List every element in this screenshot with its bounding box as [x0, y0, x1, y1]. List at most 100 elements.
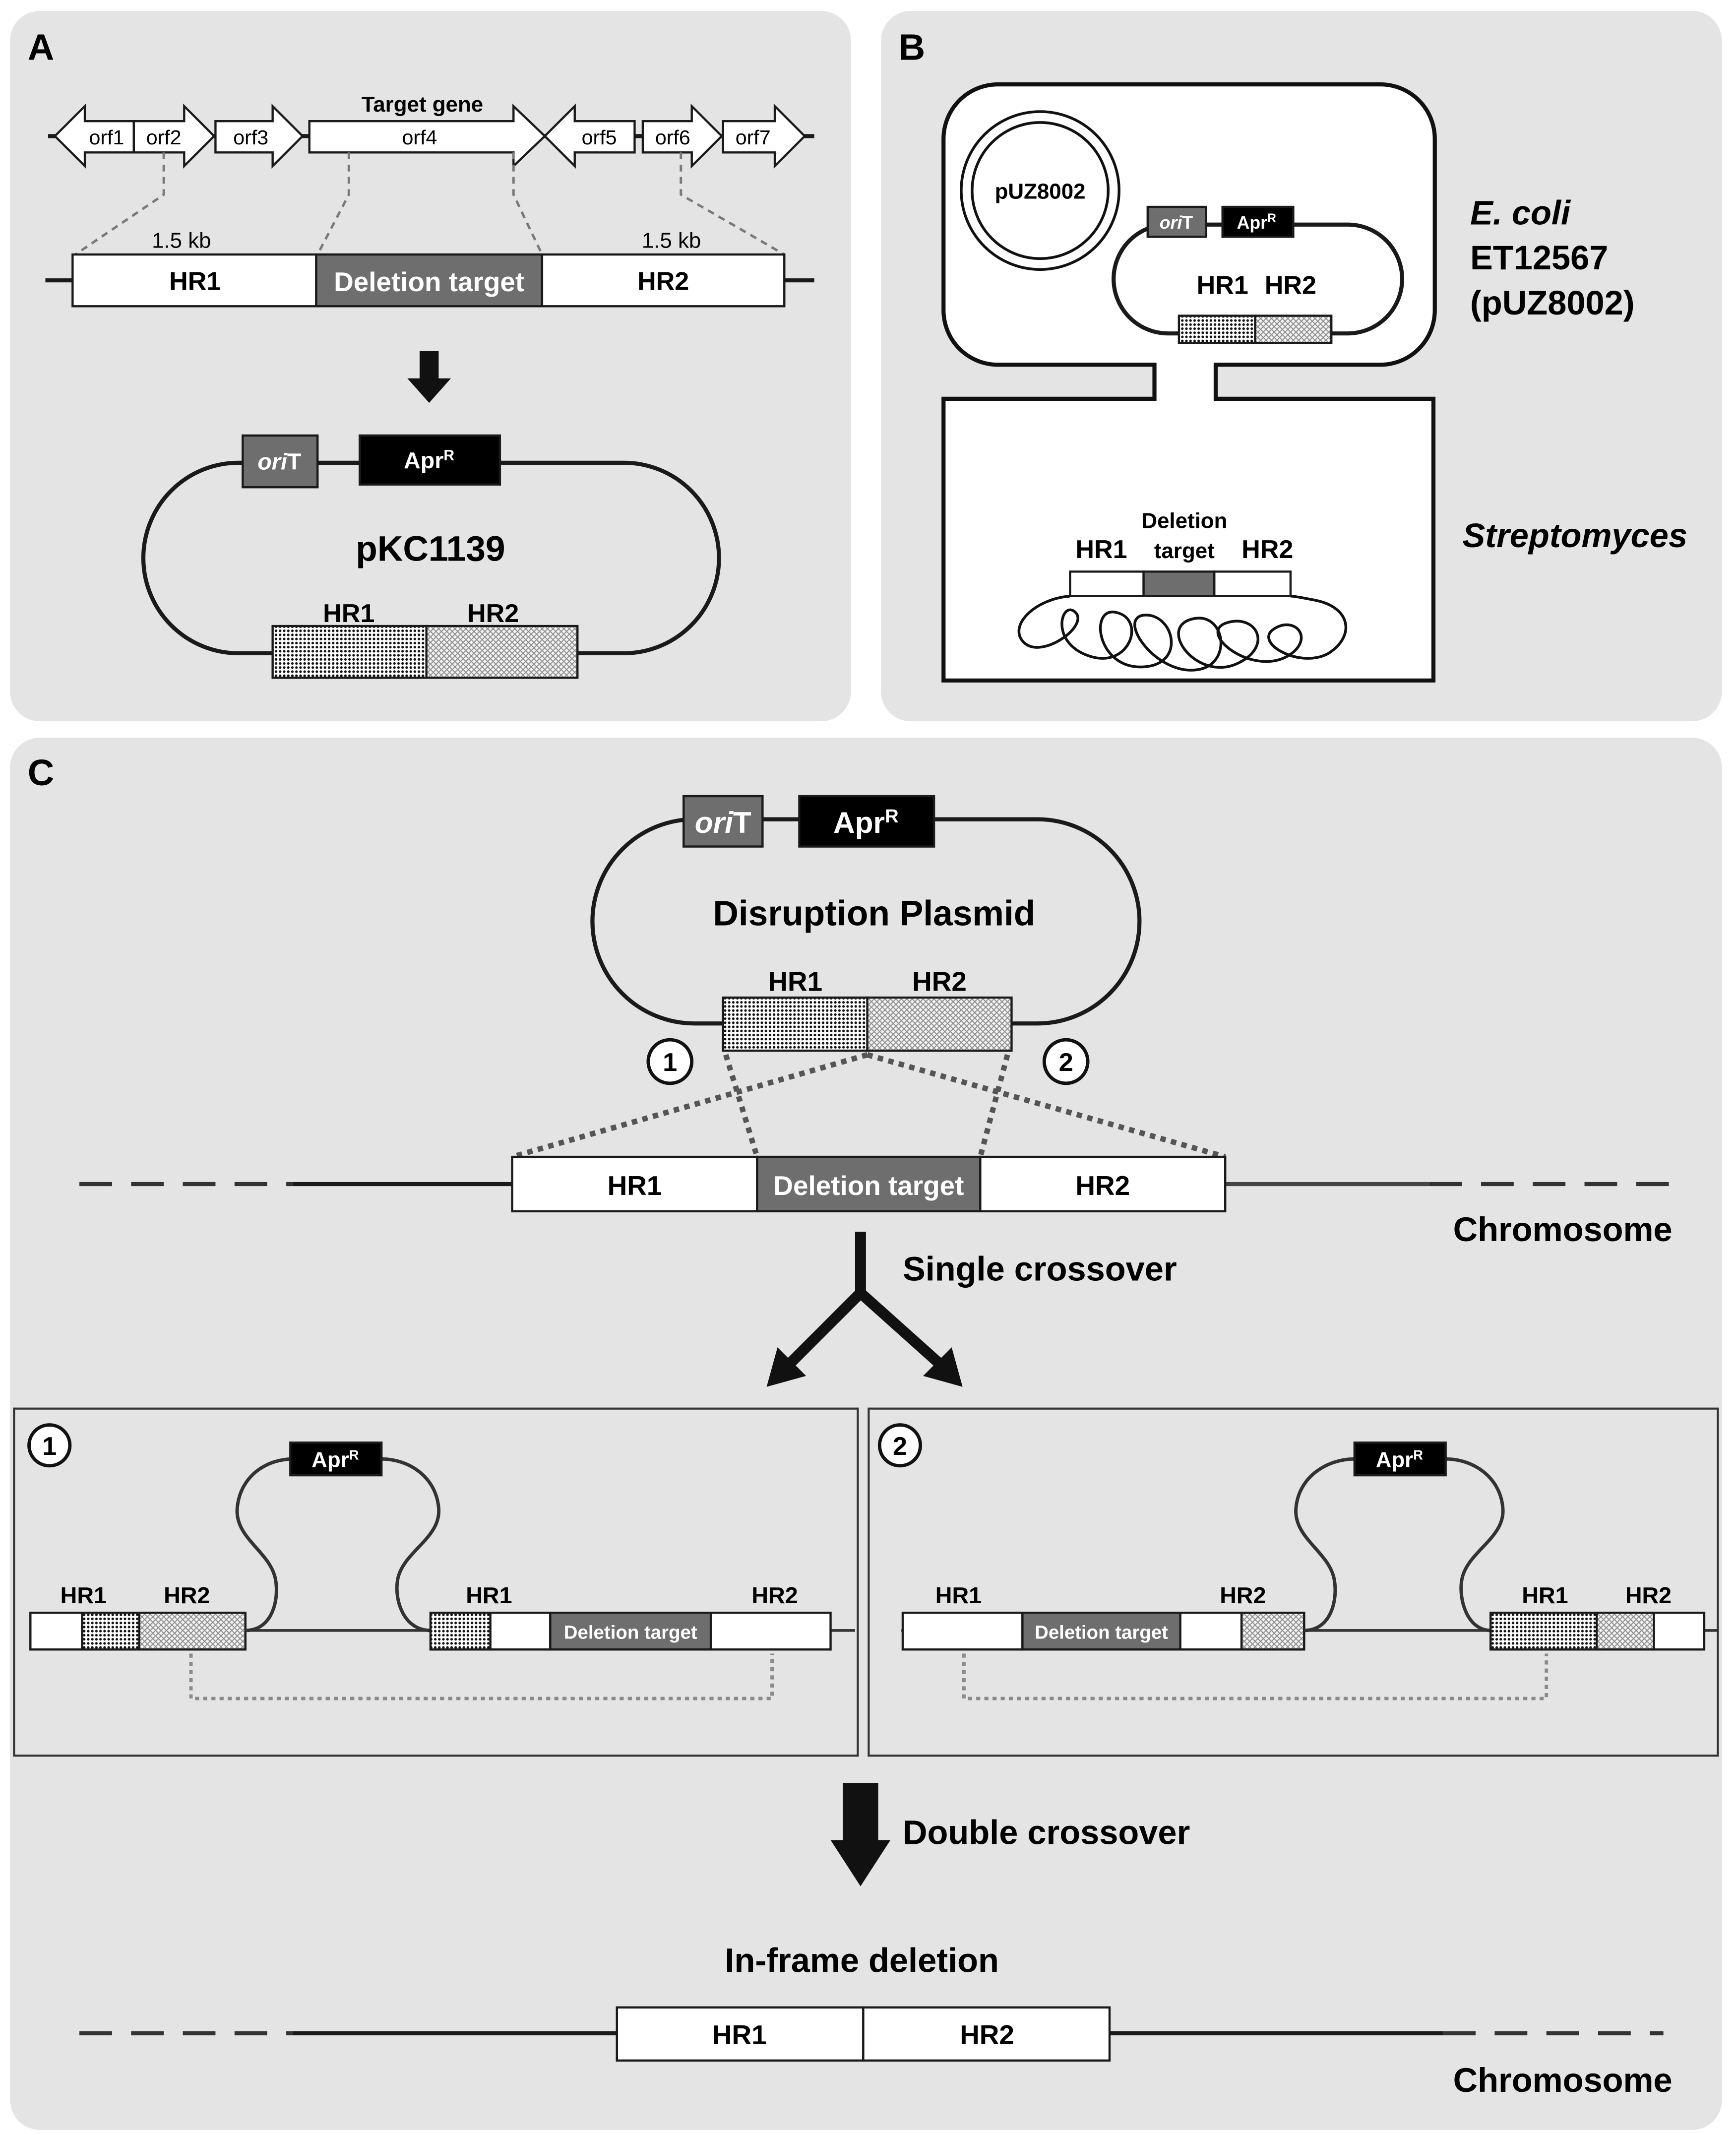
orf4-label: orf4 [402, 126, 437, 149]
helper-plasmid-inner-ring [971, 121, 1110, 260]
outcome-2-box: 2 Deletion target HR1 HR2 AprR HR1 HR2 [868, 1407, 1719, 1757]
pkc1139-name: pKC1139 [356, 529, 505, 568]
apr-superscript: R [1413, 1447, 1423, 1462]
recipient-label: Streptomyces [1463, 516, 1688, 555]
orit-italic-part: ori [695, 806, 734, 839]
orf5-arrow [543, 103, 636, 169]
donor-plasmid-aprr-box [1221, 205, 1295, 238]
hr1-size-label: 1.5 kb [152, 228, 211, 252]
recipient-hr1-box [1069, 570, 1145, 597]
result-chromosome-label: Chromosome [1453, 2061, 1673, 2099]
locus-hr2-label: HR2 [637, 267, 689, 296]
orit-italic-part: ori [257, 449, 288, 475]
pkc1139-hr2-box [425, 625, 579, 679]
helper-plasmid-label: pUZ8002 [995, 180, 1086, 204]
chromosome-label: Chromosome [1453, 1210, 1673, 1249]
orf7-arrow [722, 103, 806, 169]
apr-text: Apr [311, 1448, 349, 1472]
outcome-2-left-hr1-box [901, 1611, 1024, 1651]
outcome-2-right-hr2-label: HR2 [1625, 1582, 1672, 1608]
deletion-right-boundary-guide [512, 152, 544, 255]
outcome-2-right-hr1-box [1489, 1611, 1598, 1651]
disruption-plasmid-hr1-label: HR1 [768, 966, 822, 997]
outcome-2-frame [868, 1407, 1719, 1757]
panel-c: C oriT AprR Disruption Plasmid HR1 HR2 1… [10, 738, 1722, 2130]
locus-hr1-label: HR1 [169, 267, 221, 296]
hr1-left-boundary-guide [74, 152, 165, 256]
donor-plasmid-aprr-label: AprR [1237, 211, 1276, 233]
panel-b-label: B [899, 27, 926, 68]
result-hr1-label: HR1 [712, 2019, 767, 2050]
pkc1139-aprr-box [359, 434, 501, 486]
disruption-plasmid-orit-label: oriT [695, 806, 751, 839]
apr-text: Apr [1237, 213, 1268, 233]
donor-strain-label: ET12567 [1470, 239, 1608, 277]
outcome-1-number-circle [27, 1423, 72, 1468]
single-crossover-label: Single crossover [903, 1250, 1177, 1288]
outcome-2-aprr-label: AprR [1376, 1447, 1424, 1472]
result-hr1-box [616, 2006, 865, 2062]
donor-species-label: E. coli [1470, 194, 1571, 232]
double-crossover-down-arrow [830, 1783, 891, 1886]
outcome-1-right-hr1-remainder [489, 1611, 552, 1651]
orf5-label: orf5 [582, 126, 617, 149]
outcome-1-left-hr1-box [81, 1611, 140, 1651]
recipient-hr1-label: HR1 [1075, 535, 1127, 564]
outcome-2-right-hr2-box [1596, 1611, 1655, 1651]
donor-plasmid-hr1-box [1178, 314, 1256, 344]
recipient-hr2-box [1213, 570, 1292, 597]
outcome-1-right-hr1-label: HR1 [466, 1582, 512, 1608]
pkc1139-hr1-label: HR1 [323, 599, 374, 628]
outcome-2-left-hr2-label: HR2 [1220, 1582, 1266, 1608]
recipient-deletion-label-line2: target [1154, 539, 1215, 563]
outcome-1-frame [13, 1407, 859, 1757]
chromosome-deletion-target-box [756, 1155, 982, 1213]
orf2-arrow [132, 103, 216, 169]
outcome-1-left-hr2-box [138, 1611, 247, 1651]
recipient-chromosome-tangle [1017, 594, 1348, 672]
donor-plasmid-orit-label: oriT [1160, 213, 1193, 233]
panel-c-background [10, 738, 1722, 2130]
orf3-label: orf3 [233, 126, 268, 149]
disruption-plasmid-hr2-label: HR2 [912, 966, 967, 997]
site-2-number: 2 [1059, 1048, 1073, 1077]
target-gene-label: Target gene [362, 92, 483, 117]
chromosome-hr2-box [979, 1155, 1227, 1213]
orf1-label: orf1 [89, 126, 124, 149]
apr-superscript: R [1267, 211, 1276, 225]
disruption-plasmid-orit-box [682, 795, 764, 848]
outcome-2-right-flank [1653, 1611, 1706, 1651]
orf4-arrow [308, 103, 547, 169]
orf6-label: orf6 [655, 126, 690, 149]
deletion-left-boundary-guide [316, 152, 350, 255]
recipient-hr2-label: HR2 [1241, 535, 1293, 564]
hr2-size-label: 1.5 kb [642, 228, 701, 252]
outcome-1-left-flank [29, 1611, 83, 1651]
split-arrow-right-head [923, 1347, 963, 1387]
outcome-1-integrated-plasmid-loop [235, 1457, 440, 1632]
single-crossover-split-arrow [787, 1231, 942, 1367]
apr-text: Apr [1376, 1448, 1414, 1472]
outcome-2-left-hr2-remainder [1179, 1611, 1243, 1651]
panel-a: A Target gene orf1 orf2 orf3 orf4 orf5 o… [10, 10, 851, 722]
recipient-deletion-target-box [1142, 570, 1216, 597]
hr2-right-boundary-guide [680, 152, 785, 256]
locus-hr1-box [71, 253, 317, 308]
donor-plasmid-hr1-label: HR1 [1197, 271, 1248, 300]
pkc1139-orit-box [242, 434, 319, 489]
orf3-arrow [214, 103, 305, 169]
donor-plasmid-hr2-label: HR2 [1265, 271, 1316, 300]
apr-superscript: R [885, 806, 899, 827]
outcome-1-aprr-label: AprR [311, 1447, 359, 1472]
orf6-arrow [641, 103, 724, 169]
pkc1139-hr2-label: HR2 [467, 599, 519, 628]
result-hr2-box [862, 2006, 1111, 2062]
outcome-2-number: 2 [893, 1432, 907, 1461]
disruption-plasmid-hr1-box [722, 996, 868, 1052]
site-1-number: 1 [663, 1048, 677, 1077]
outcome-1-right-hr1-box [429, 1611, 492, 1651]
panel-c-label: C [28, 752, 55, 793]
result-hr2-label: HR2 [960, 2019, 1014, 2050]
pkc1139-hr1-box [271, 625, 428, 679]
recipient-deletion-label-line1: Deletion [1141, 509, 1227, 533]
